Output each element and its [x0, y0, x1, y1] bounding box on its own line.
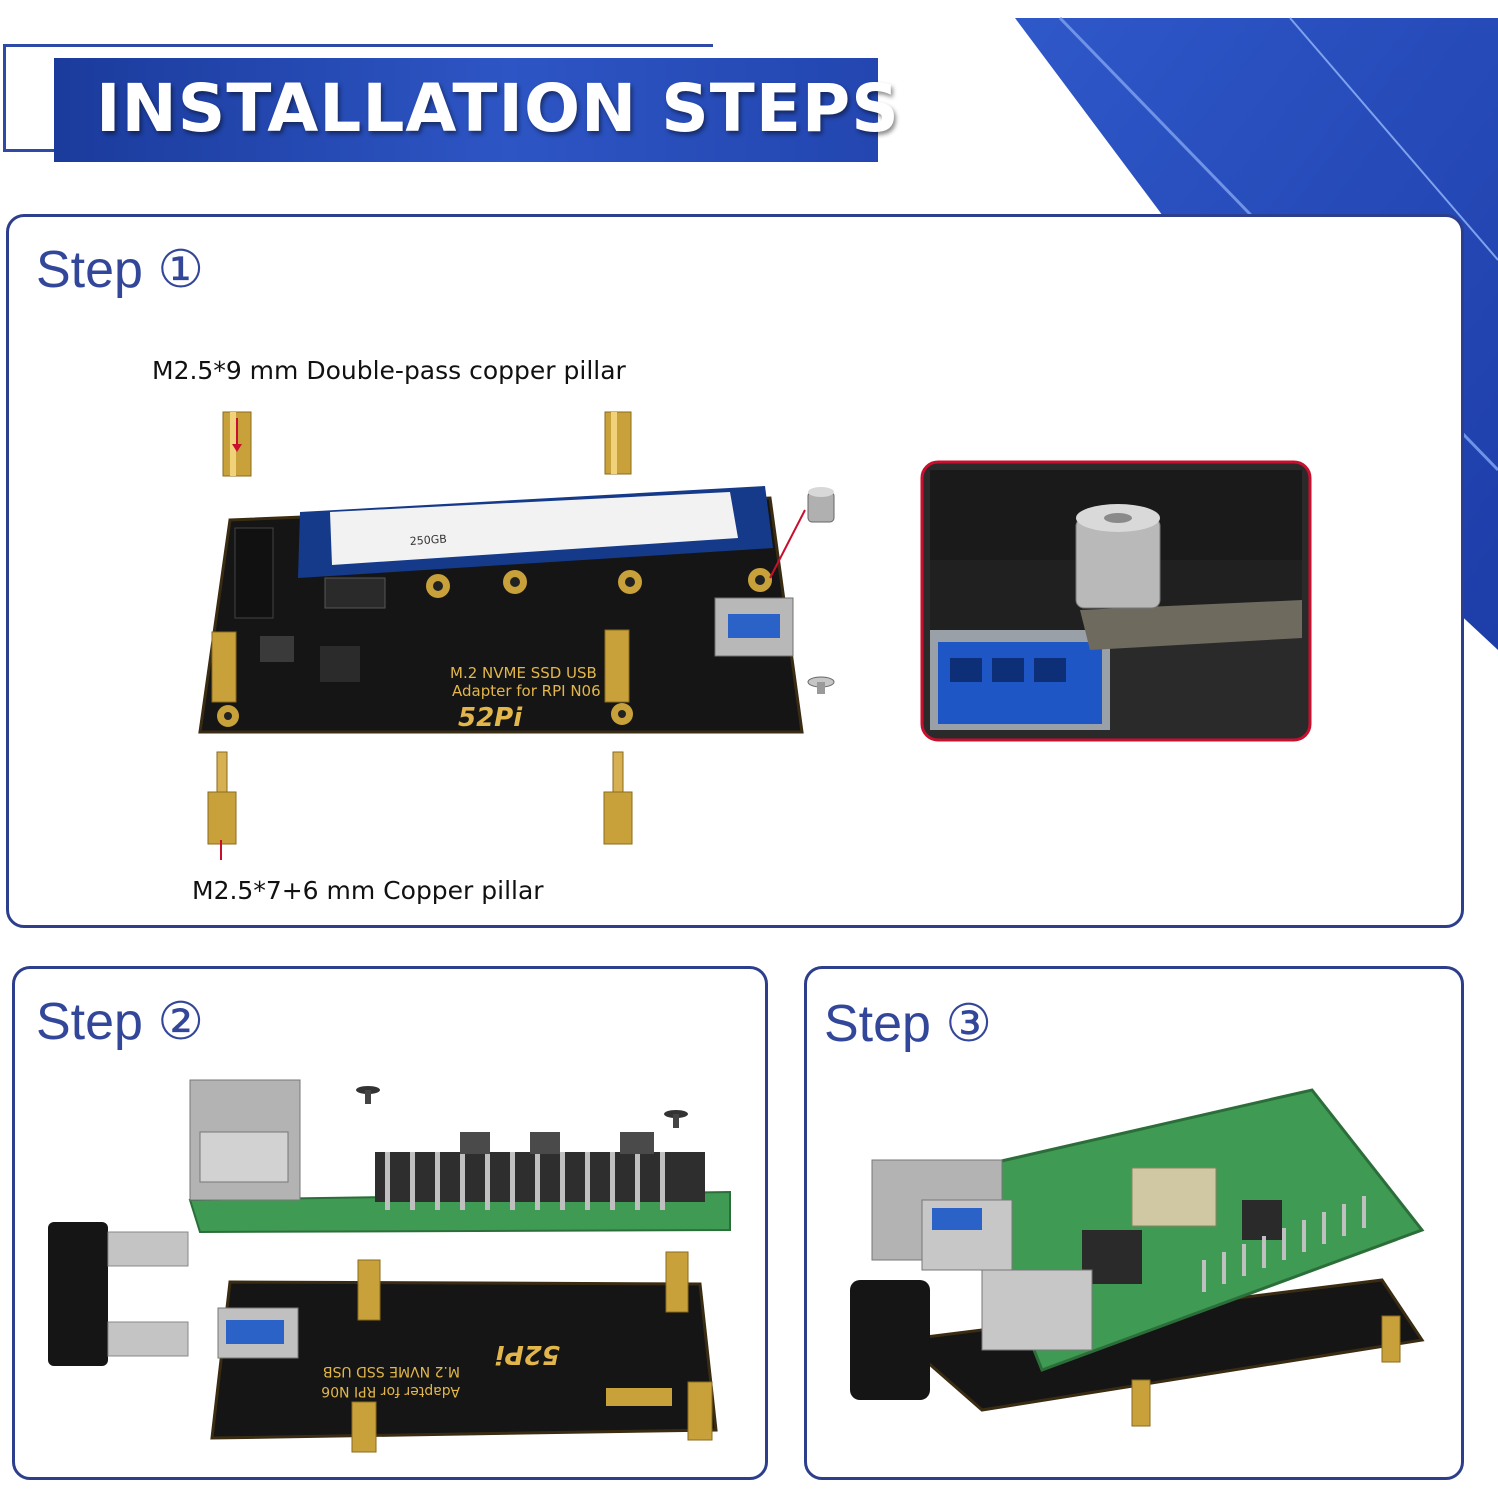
step-3-assembled-illustration: [850, 1088, 1425, 1427]
copper-pillar-left: [207, 751, 237, 860]
step-1-adapter-illustration: 250GB M.2 NVME SSD USB Adapter for RPI N…: [198, 411, 835, 860]
pillar-callout-top: M2.5*9 mm Double-pass copper pillar: [152, 356, 626, 385]
soc-chip: [1131, 1167, 1217, 1227]
pillar-front-left: [357, 1259, 381, 1321]
usb-u-connector: [48, 1222, 189, 1366]
double-pass-pillar-right: [604, 411, 632, 475]
step-2-title: Step ②: [36, 993, 205, 1051]
usb-u-connector-assembled: [850, 1280, 930, 1400]
pi-screw-right: [664, 1110, 688, 1128]
double-pass-pillar-left: [222, 411, 252, 477]
pillar-front-right: [665, 1251, 689, 1313]
assembled-pillar-2: [1381, 1315, 1401, 1363]
step-3-title: Step ③: [824, 995, 993, 1053]
copper-pillar-right: [603, 751, 633, 845]
step-2-assembly-illustration: M.2 NVME SSD USB Adapter for RPI N06 52P…: [48, 1079, 731, 1453]
pillar-bottom-right: [687, 1381, 713, 1441]
adapter-board: 250GB M.2 NVME SSD USB Adapter for RPI N…: [198, 486, 804, 734]
board-text-line-2: Adapter for RPI N06: [452, 682, 601, 700]
mounting-screw: [807, 676, 835, 694]
step-1-zoom-detail: [920, 460, 1312, 742]
flipped-board-text-1: M.2 NVME SSD USB: [323, 1363, 460, 1379]
ssd-capacity-label: 250GB: [409, 532, 447, 548]
standoff-nut: [769, 487, 835, 579]
usb-ports-lower: [981, 1269, 1093, 1351]
assembled-pillar-1: [1131, 1379, 1151, 1427]
step-1-title: Step ①: [36, 241, 205, 299]
pi-screw-left: [356, 1086, 380, 1104]
pillar-bottom-left: [351, 1401, 377, 1453]
board-brand-logo: 52Pi: [458, 703, 523, 733]
title-banner: [54, 58, 878, 162]
flipped-board-text-2: Adapter for RPI N06: [321, 1383, 460, 1399]
board-text-line-1: M.2 NVME SSD USB: [450, 664, 597, 682]
flipped-board-brand: 52Pi: [495, 1339, 560, 1369]
raspberry-pi-board: [188, 1079, 731, 1234]
adapter-board-flipped: M.2 NVME SSD USB Adapter for RPI N06 52P…: [210, 1280, 718, 1440]
page-title: INSTALLATION STEPS: [96, 70, 900, 147]
pillar-callout-bottom: M2.5*7+6 mm Copper pillar: [192, 876, 544, 905]
